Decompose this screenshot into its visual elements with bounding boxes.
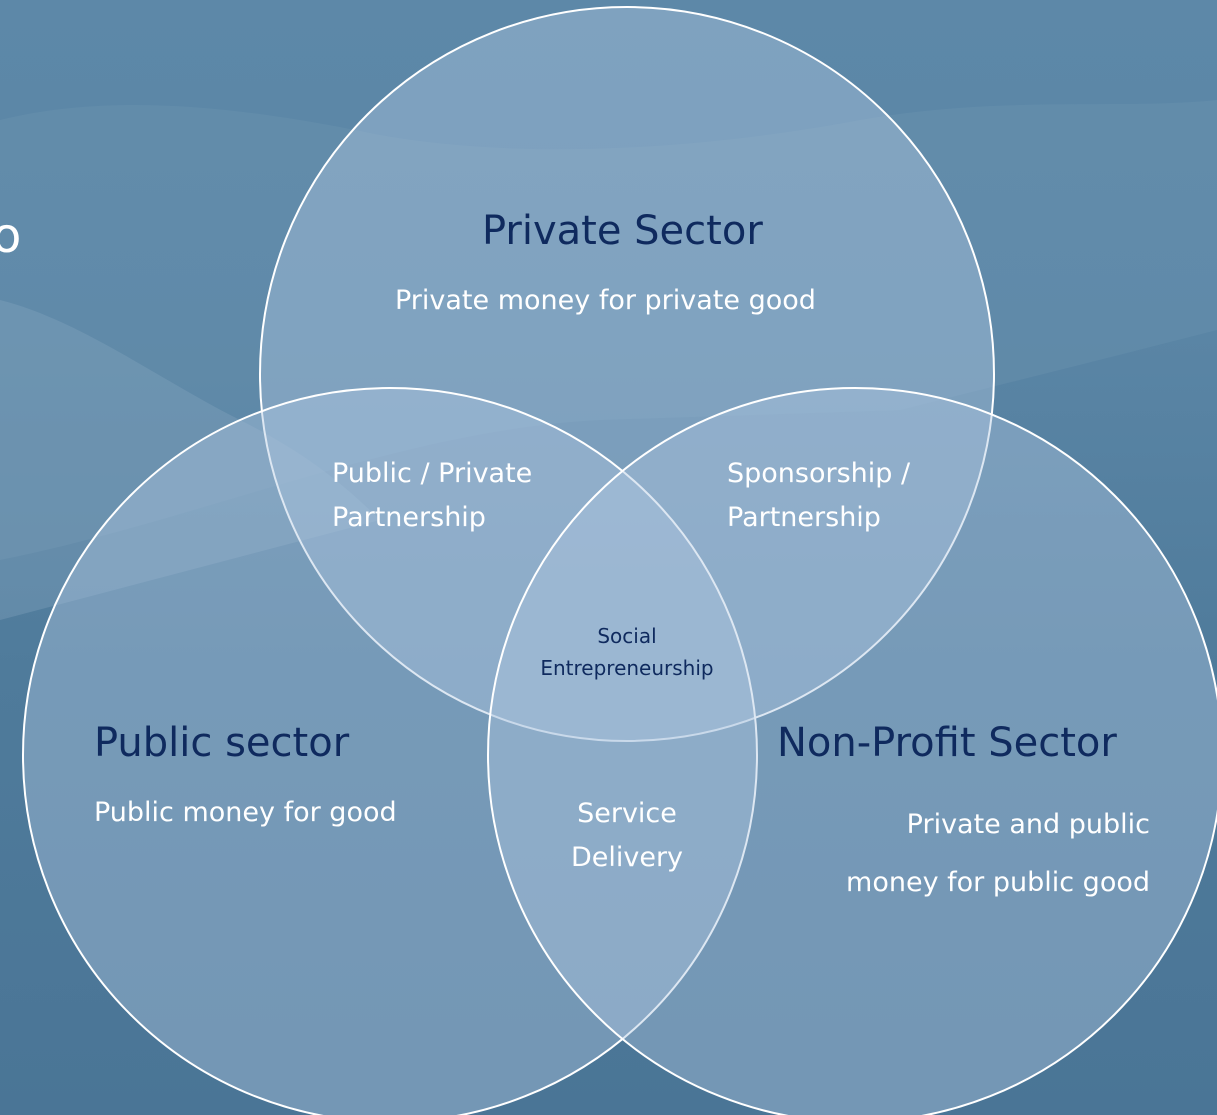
public-sector-description: Public money for good [94,797,397,828]
private-sector-circle [259,6,995,742]
nonprofit-sector-circle [487,387,1217,1115]
hills-shape [0,100,1217,560]
private-sector-title: Private Sector [482,208,763,254]
public-sector-circle [22,387,758,1115]
private-sector-description: Private money for private good [395,285,816,316]
shore-shape [0,300,380,620]
edge-text-fragment: o [0,208,22,264]
public-sector-title: Public sector [94,720,350,766]
nonprofit-sector-title: Non-Profit Sector [777,720,1117,766]
nonprofit-sector-description: Private and public money for public good [846,809,1150,898]
sponsorship-overlap-label: Sponsorship / Partnership [727,458,911,533]
service-delivery-overlap-label: Service Delivery [570,798,684,873]
social-entrepreneurship-label: Social Entrepreneurship [540,624,714,680]
public-private-overlap-label: Public / Private Partnership [332,458,533,533]
